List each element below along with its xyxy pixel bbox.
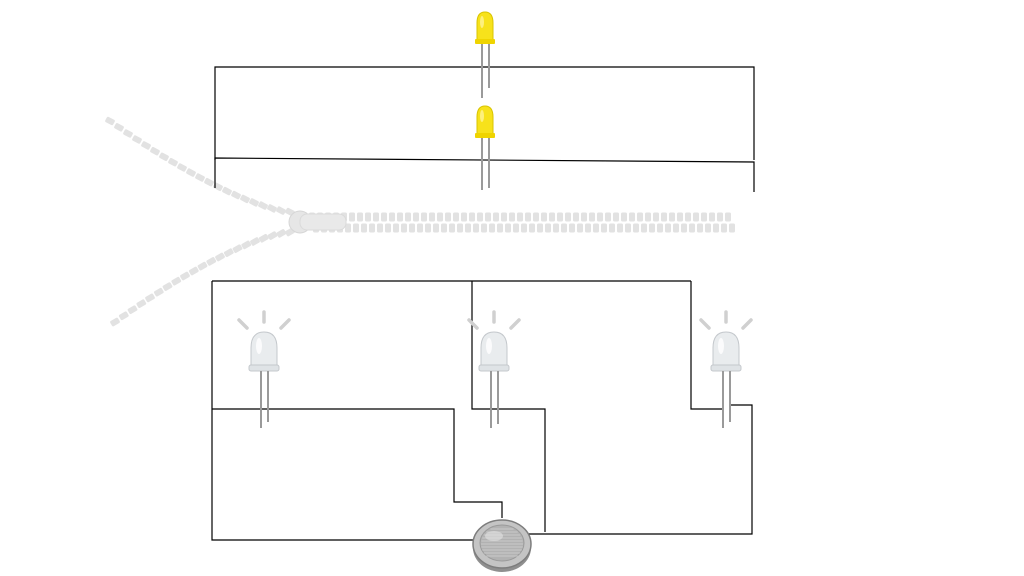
zipper-icon <box>105 116 735 327</box>
zipper-teeth <box>105 116 735 327</box>
right-return-wire <box>528 404 753 535</box>
top-inner-loop-wire <box>214 157 755 192</box>
left-led-return-wire <box>212 408 503 518</box>
top-circuit-wires <box>214 66 755 192</box>
bottom-left-vertical-wire <box>211 281 478 541</box>
clear-led-icon <box>699 310 753 428</box>
yellow-led-icon <box>475 105 495 190</box>
coin-cell-battery-icon <box>472 519 532 572</box>
clear-led-icon <box>467 310 521 428</box>
clear-led-icon <box>237 310 291 428</box>
middle-vertical-wire <box>471 281 546 532</box>
right-vertical-wire <box>690 281 722 410</box>
zipper-pull-icon <box>288 210 347 234</box>
yellow-led-icon <box>475 11 495 98</box>
top-outer-loop-wire <box>214 66 755 160</box>
bottom-circuit-wires <box>211 280 753 541</box>
